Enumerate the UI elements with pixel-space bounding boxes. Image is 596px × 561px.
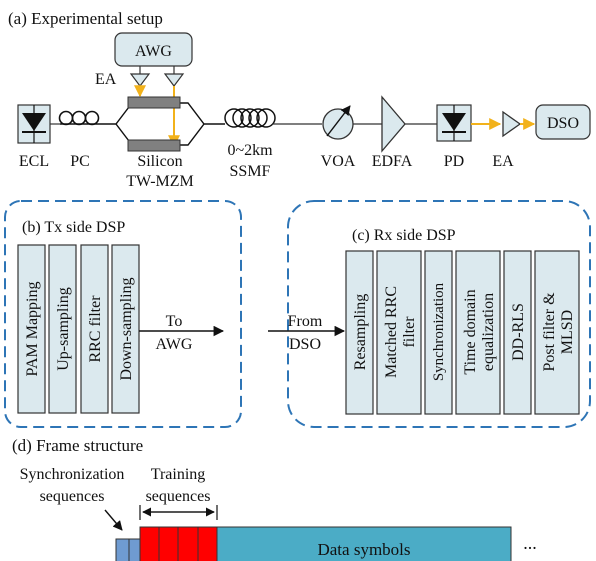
data-symbols-block [216,526,512,561]
rx-block-label: equalization [480,293,497,371]
rx-block-label: Synchronization [431,282,447,381]
rx-block-label: DD-RLS [510,303,527,361]
ssmf-coil-icon [248,108,268,128]
training-symbol-block [139,526,160,561]
sync-pointer-arrow [104,509,123,531]
sync-label-2: sequences [40,488,105,505]
tx-block [48,244,77,414]
continuation-ellipsis: ... [523,533,537,553]
ssmf-coil-icon [232,108,252,128]
tx-block-label: RRC filter [87,295,104,363]
ssmf-coil-icon [224,108,244,128]
edfa-label: EDFA [372,153,413,170]
tx-dsp-chain: PAM Mapping Up-sampling RRC filter Down-… [17,244,140,414]
rx-block-label: MLSD [559,310,576,354]
rx-block-label: Post filter & [541,292,558,372]
pd-label: PD [444,153,464,170]
data-symbols-label: Data symbols [317,540,410,559]
mzm-label-2: TW-MZM [126,173,194,190]
rx-block-label: filter [401,316,418,348]
rx-block [424,250,453,415]
awg-label: AWG [135,43,172,60]
ea-rx-label: EA [492,153,514,170]
tx-block [80,244,109,414]
tx-to-label-2: AWG [156,336,193,353]
rx-dsp-chain: Resampling Matched RRC filter Synchroniz… [345,250,580,415]
edfa-amp-icon [381,95,406,153]
training-symbol-block [158,526,179,561]
tx-block-label: PAM Mapping [24,282,41,377]
pc-label: PC [70,153,90,170]
training-label-1: Training [151,466,206,483]
rx-block [503,250,532,415]
training-symbol-block [197,526,218,561]
ea-tx-amp-1 [129,73,151,87]
ssmf-length-label: 0~2km [227,142,273,159]
pc-loop-icon [58,110,74,126]
rx-block [376,250,422,415]
mzm-electrode-top [127,96,181,109]
sync-symbol-block [115,538,130,561]
rx-dsp-title: (c) Rx side DSP [352,227,456,244]
dso-label: DSO [547,115,579,132]
sync-symbol-block [128,538,141,561]
training-symbol-block [177,526,199,561]
rx-block [534,250,580,415]
ssmf-coil-icon [256,108,276,128]
ea-tx-amp-2 [163,73,185,87]
rx-from-label-2: DSO [289,336,321,353]
rx-from-label-1: From [288,313,323,330]
pc-loop-icon [84,110,100,126]
pc-loop-icon [71,110,87,126]
tx-dsp-title: (b) Tx side DSP [22,219,125,236]
frame-title: (d) Frame structure [12,436,143,455]
tx-dsp-panel [4,200,242,428]
rx-block [455,250,501,415]
sync-label-1: Synchronization [20,466,125,483]
ea-rx-amp-icon [502,110,522,138]
rx-dsp-panel [287,200,591,428]
mzm-electrode-bottom [127,139,181,152]
rx-block-label: Resampling [352,294,369,370]
voa-label: VOA [321,153,356,170]
ssmf-coil-icon [240,108,260,128]
ssmf-label: SSMF [230,163,271,180]
ea-tx-label: EA [95,71,117,88]
dso-box [535,104,591,140]
rx-block-label: Matched RRC [383,286,400,378]
training-label-2: sequences [146,488,211,505]
tx-to-label-1: To [166,313,183,330]
tx-block-label: Up-sampling [55,287,72,371]
tx-block [111,244,140,414]
tx-block [17,244,46,414]
awg-box [114,32,193,67]
ecl-label: ECL [19,153,49,170]
rx-block [345,250,374,415]
mzm-label-1: Silicon [137,153,182,170]
tx-block-label: Down-sampling [118,277,135,380]
rx-block-label: Time domain [462,289,479,374]
setup-title: (a) Experimental setup [8,9,163,28]
voa-adjust-arrow [326,105,351,137]
